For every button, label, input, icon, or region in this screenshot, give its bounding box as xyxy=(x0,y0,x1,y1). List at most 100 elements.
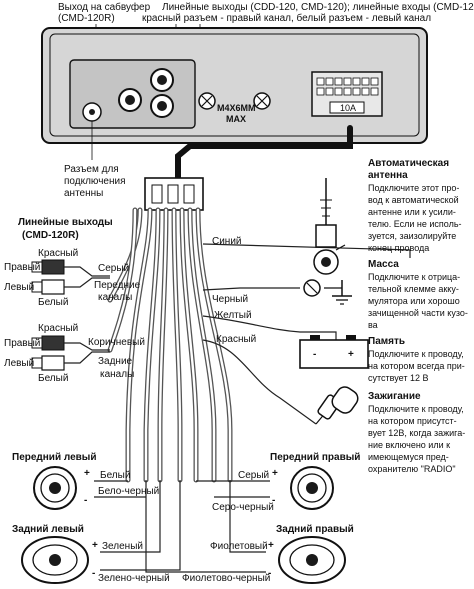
rear-white-label: Белый xyxy=(38,373,68,384)
front-wire-label: Серый xyxy=(98,263,129,274)
rear-right-wire-minus xyxy=(145,480,266,573)
rear-left-wire-plus-label: Зеленый xyxy=(102,541,143,552)
ignition-note-2: на котором присутст- xyxy=(368,416,457,426)
front-right-label: Правый xyxy=(4,262,40,273)
line-outputs-title-1: Линейные выходы xyxy=(18,217,113,228)
front-right-wire-minus-label: Серо-черный xyxy=(212,502,274,513)
antenna-motor-icon xyxy=(313,178,346,275)
battery-icon xyxy=(299,335,369,369)
rear-right-label: Правый xyxy=(4,338,40,349)
rear-left-speaker-icon xyxy=(21,536,89,584)
antenna-note-2: вод к автоматической xyxy=(368,195,459,205)
front-left-label: Левый xyxy=(4,282,34,293)
rear-right-wire-plus-label: Фиолетовый xyxy=(210,541,268,552)
front-channels-2: каналы xyxy=(98,292,132,303)
front-left-speaker-title: Передний левый xyxy=(12,452,97,463)
memory-note-1: Подключите к проводу, xyxy=(368,349,464,359)
wire-black-label: Черный xyxy=(212,294,248,305)
front-white-label: Белый xyxy=(38,297,68,308)
front-right-minus: - xyxy=(272,495,275,506)
wire-yellow xyxy=(202,315,337,340)
rear-right-speaker-title: Задний правый xyxy=(276,524,354,535)
front-left-wire-minus-label: Бело-черный xyxy=(98,486,159,497)
rear-red-label: Красный xyxy=(38,323,78,334)
memory-note-2: на котором всегда при- xyxy=(368,361,465,371)
antenna-note-5: зуется, заизолируйте xyxy=(368,231,456,241)
antenna-note-4: телю. Если не исполь- xyxy=(368,219,462,229)
rear-right-speaker-icon xyxy=(278,536,346,584)
iso-connector: 10A xyxy=(311,71,383,117)
battery-plus-label: + xyxy=(348,349,354,360)
rear-left-wire-plus xyxy=(100,480,161,553)
ground-note-3: мулятора или хорошо xyxy=(368,296,460,306)
ignition-note-4: ние включено или к xyxy=(368,440,450,450)
rear-channels-1: Задние xyxy=(98,356,133,367)
rear-right-minus: - xyxy=(268,568,271,579)
screw-label-line1: M4X6MM xyxy=(217,103,256,113)
line-io-label-line2: красный разъем - правый канал, белый раз… xyxy=(142,12,431,24)
screw-label-line2: MAX xyxy=(226,114,246,124)
antenna-connector-line3: антенны xyxy=(64,188,103,199)
wire-red-label: Красный xyxy=(216,334,256,345)
antenna-note-3: антенне или к усили- xyxy=(368,207,456,217)
front-rca-connectors xyxy=(31,259,110,295)
memory-note-3: сутствует 12 В xyxy=(368,373,428,383)
rear-right-plus: + xyxy=(268,540,274,551)
front-channels-1: Передние xyxy=(94,280,141,291)
rear-channels-2: каналы xyxy=(100,369,134,380)
harness-bundle xyxy=(107,207,233,483)
line-outputs-title-2: (CMD-120R) xyxy=(22,230,79,241)
wire-black xyxy=(202,287,300,291)
fuse xyxy=(329,101,365,114)
antenna-connector-line1: Разъем для xyxy=(64,164,119,175)
subwoofer-label-line1: Выход на сабвуфер xyxy=(58,1,151,13)
rca-jack-sub xyxy=(118,88,142,112)
front-red-label: Красный xyxy=(38,248,78,259)
rear-left-wire-minus xyxy=(100,480,181,571)
ground-note-1: Подключите к отрица- xyxy=(368,272,460,282)
ignition-key-icon xyxy=(315,386,359,425)
wire-blue xyxy=(202,243,411,258)
wire-red xyxy=(202,339,317,425)
rear-rca-connectors xyxy=(31,335,110,371)
rear-left-speaker-title: Задний левый xyxy=(12,524,84,535)
front-left-speaker-icon xyxy=(33,466,77,510)
rear-right-wire-minus-label: Фиолетово-черный xyxy=(182,573,270,584)
ignition-note-3: вует 12В, когда зажига- xyxy=(368,428,465,438)
ground-note-4: зачищенной части кузо- xyxy=(368,308,468,318)
ground-note-title: Масса xyxy=(368,259,399,270)
front-right-speaker-icon xyxy=(290,466,334,510)
front-left-plus: + xyxy=(84,468,90,479)
rca-jack-left xyxy=(150,68,174,92)
main-cable xyxy=(175,125,353,181)
ignition-note-1: Подключите к проводу, xyxy=(368,404,464,414)
ignition-note-6: охранителю "RADIO" xyxy=(368,464,456,474)
ground-note-5: ва xyxy=(368,320,378,330)
rear-wire-label: Коричневый xyxy=(88,337,145,348)
harness-plug xyxy=(144,177,204,211)
rear-left-label: Левый xyxy=(4,358,34,369)
fuse-label: 10A xyxy=(340,103,356,113)
ground-note-2: тельной клемме акку- xyxy=(368,284,459,294)
front-left-wire-plus-label: Белый xyxy=(100,470,130,481)
ground-icon xyxy=(303,279,352,305)
ignition-note-title: Зажигание xyxy=(368,391,421,402)
wire-blue-label: Синий xyxy=(212,236,242,247)
rear-left-wire-minus-label: Зелено-черный xyxy=(98,573,170,584)
antenna-note-title-2: антенна xyxy=(368,170,408,181)
line-io-label-line1: Линейные выходы (CDD-120, CMD-120); лине… xyxy=(162,2,474,13)
antenna-note-1: Подключите этот про- xyxy=(368,183,459,193)
mounting-screws xyxy=(198,92,271,110)
front-right-plus: + xyxy=(272,468,278,479)
rear-left-minus: - xyxy=(92,568,95,579)
head-unit: M4X6MM MAX 10A xyxy=(41,27,428,144)
rear-right-wire-plus xyxy=(229,480,266,553)
memory-note-title: Память xyxy=(368,336,405,347)
rear-left-plus: + xyxy=(92,540,98,551)
front-right-speaker-title: Передний правый xyxy=(270,452,360,463)
ignition-note-5: имеющемуся пред- xyxy=(368,452,449,462)
battery-minus-label: - xyxy=(313,349,316,360)
antenna-note-6: конец провода xyxy=(368,243,429,253)
subwoofer-label-line2: (CMD-120R) xyxy=(58,13,115,24)
wire-yellow-label: Желтый xyxy=(214,310,252,321)
